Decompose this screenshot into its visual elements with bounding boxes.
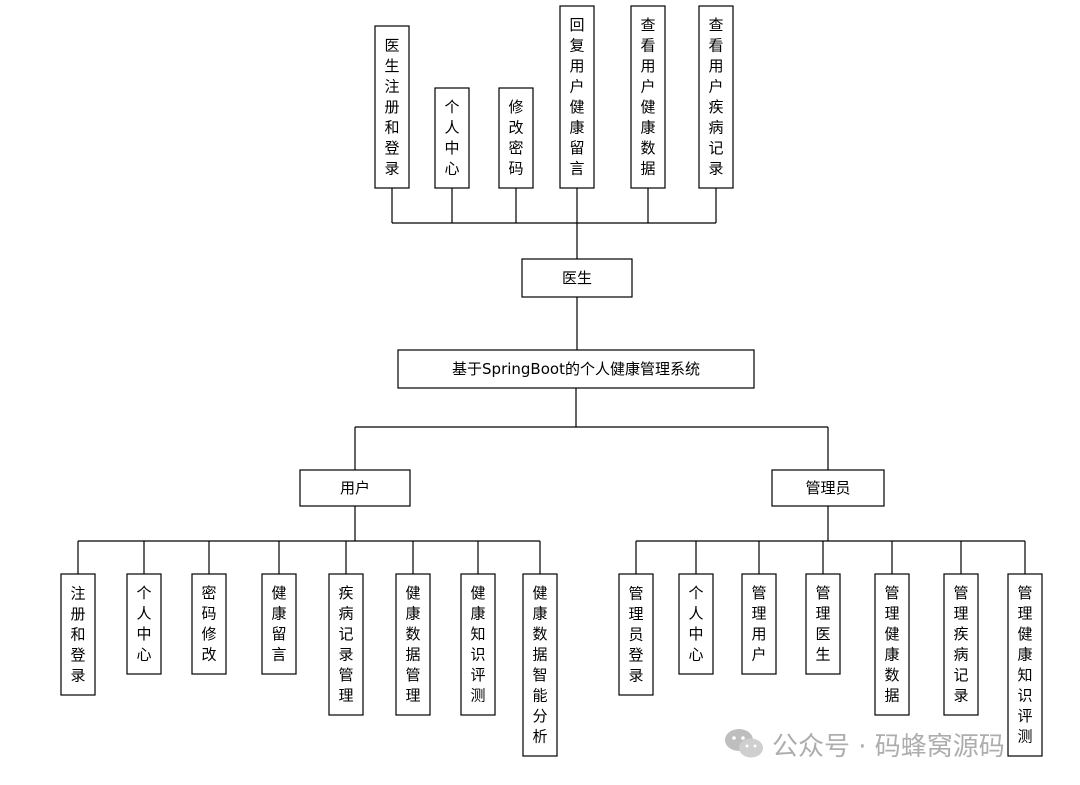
doctor-child-1-box [374, 25, 410, 189]
user-child-5-label: 疾病记录管理 [338, 584, 353, 705]
doctor-node: 医生 [521, 258, 633, 298]
user-child-6-label: 健康数据管理 [405, 584, 420, 705]
user-child-7-box [460, 573, 496, 716]
admin-child-4-label: 管理医生 [815, 584, 830, 664]
user-child-2-box [126, 573, 162, 675]
user-child-6: 健康数据管理 [395, 573, 431, 716]
admin-child-5-label: 管理健康数据 [884, 584, 899, 705]
doctor-child-2-box [434, 87, 470, 189]
wechat-icon [725, 729, 763, 758]
root-node: 基于SpringBoot的个人健康管理系统 [397, 349, 755, 389]
user-node-label: 用户 [340, 479, 370, 497]
user-child-5: 疾病记录管理 [328, 573, 364, 716]
admin-child-5-box [874, 573, 910, 716]
admin-child-4-box [805, 573, 841, 675]
admin-child-6: 管理疾病记录 [943, 573, 979, 716]
user-child-3-label: 密码修改 [201, 584, 216, 664]
user-child-7: 健康知识评测 [460, 573, 496, 716]
user-child-8-box [522, 573, 558, 757]
user-child-5-box [328, 573, 364, 716]
doctor-child-3-label: 修改密码 [508, 98, 523, 178]
doctor-child-5-box [630, 5, 666, 189]
admin-node-box [771, 469, 885, 507]
admin-child-3: 管理用户 [741, 573, 777, 675]
user-child-3: 密码修改 [191, 573, 227, 675]
admin-child-3-box [741, 573, 777, 675]
doctor-child-3-box [498, 87, 534, 189]
user-child-3-box [191, 573, 227, 675]
user-child-1: 注册和登录 [60, 573, 96, 696]
user-child-8: 健康数据智能分析 [522, 573, 558, 757]
doctor-child-4-box [559, 5, 595, 189]
admin-child-4: 管理医生 [805, 573, 841, 675]
admin-child-1-label: 管理员登录 [628, 584, 643, 684]
admin-child-2-box [678, 573, 714, 675]
admin-child-5: 管理健康数据 [874, 573, 910, 716]
user-child-2-label: 个人中心 [136, 584, 151, 664]
doctor-child-2: 个人中心 [434, 87, 470, 189]
admin-child-1: 管理员登录 [618, 573, 654, 696]
doctor-child-4-label: 回复用户健康留言 [569, 16, 584, 178]
user-node: 用户 [299, 469, 411, 507]
admin-child-6-label: 管理疾病记录 [953, 584, 968, 705]
admin-child-1-box [618, 573, 654, 696]
user-child-4: 健康留言 [261, 573, 297, 675]
doctor-child-5: 查看用户健康数据 [630, 5, 666, 189]
doctor-child-1-label: 医生注册和登录 [384, 36, 399, 177]
admin-child-2: 个人中心 [678, 573, 714, 675]
user-child-2: 个人中心 [126, 573, 162, 675]
user-child-4-label: 健康留言 [271, 584, 286, 664]
user-child-1-box [60, 573, 96, 696]
diagram-nodes: 医生注册和登录个人中心修改密码回复用户健康留言查看用户健康数据查看用户疾病记录医… [60, 5, 1043, 757]
root-node-box [397, 349, 755, 389]
connector-lines [77, 188, 1026, 574]
admin-node-label: 管理员 [805, 479, 850, 497]
user-child-4-box [261, 573, 297, 675]
admin-child-3-label: 管理用户 [751, 584, 766, 664]
admin-child-7-box [1007, 573, 1043, 757]
user-node-box [299, 469, 411, 507]
doctor-node-box [521, 258, 633, 298]
doctor-child-3: 修改密码 [498, 87, 534, 189]
doctor-child-6-label: 查看用户疾病记录 [708, 16, 723, 178]
admin-node: 管理员 [771, 469, 885, 507]
watermark-text: 公众号 · 码蜂窝源码 [772, 731, 1005, 762]
user-child-6-box [395, 573, 431, 716]
admin-child-7: 管理健康知识评测 [1007, 573, 1043, 757]
user-child-7-label: 健康知识评测 [470, 584, 485, 705]
doctor-child-4: 回复用户健康留言 [559, 5, 595, 189]
doctor-child-5-label: 查看用户健康数据 [640, 16, 655, 178]
watermark: 公众号 · 码蜂窝源码 [724, 724, 1005, 764]
doctor-node-label: 医生 [562, 269, 592, 287]
user-child-8-label: 健康数据智能分析 [532, 584, 547, 746]
admin-child-7-label: 管理健康知识评测 [1017, 584, 1032, 746]
doctor-child-6: 查看用户疾病记录 [698, 5, 734, 189]
doctor-child-6-box [698, 5, 734, 189]
admin-child-6-box [943, 573, 979, 716]
doctor-child-1: 医生注册和登录 [374, 25, 410, 189]
root-node-label: 基于SpringBoot的个人健康管理系统 [452, 360, 700, 378]
doctor-child-2-label: 个人中心 [444, 98, 459, 178]
user-child-1-label: 注册和登录 [70, 584, 85, 684]
admin-child-2-label: 个人中心 [688, 584, 703, 664]
